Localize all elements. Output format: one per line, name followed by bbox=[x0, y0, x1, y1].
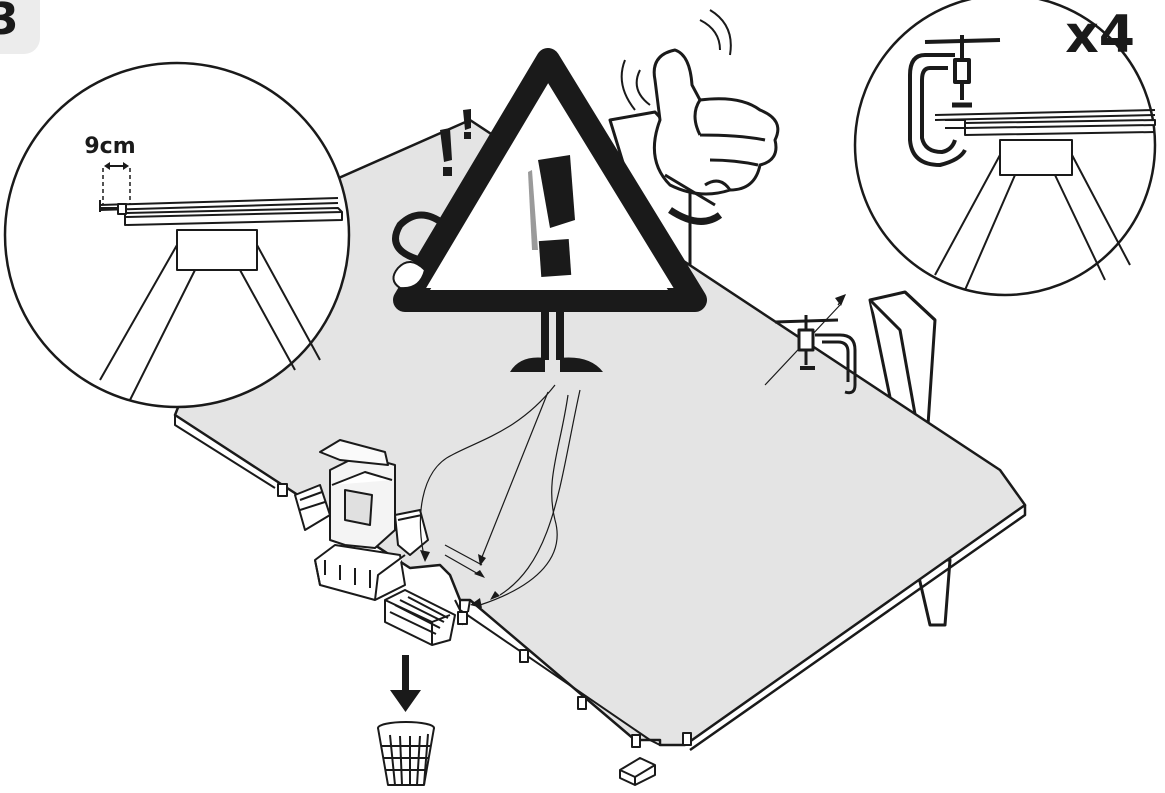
offcut-block bbox=[385, 590, 455, 645]
offcut-small bbox=[620, 758, 655, 785]
down-arrow-icon bbox=[390, 655, 421, 712]
detail-circle-left: 9cm bbox=[5, 63, 349, 407]
trash-bin-icon bbox=[378, 722, 434, 785]
quantity-label: x4 bbox=[1065, 5, 1135, 65]
measurement-label: 9cm bbox=[84, 134, 135, 159]
